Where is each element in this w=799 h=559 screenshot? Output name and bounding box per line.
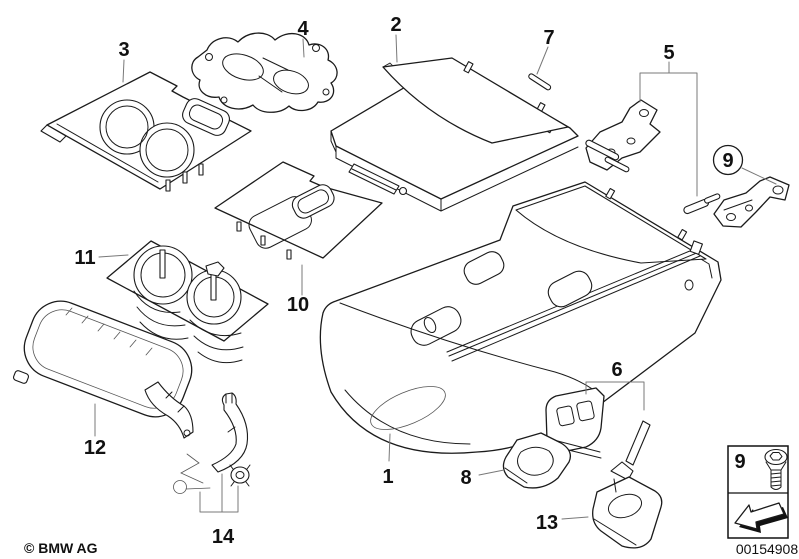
callout-11[interactable]: 11 xyxy=(74,247,95,269)
part-12-armrest-pad xyxy=(12,300,194,439)
callout-10[interactable]: 10 xyxy=(287,294,309,316)
part-5-hinge-bracket-set xyxy=(585,99,721,215)
callout-2[interactable]: 2 xyxy=(390,14,401,36)
copyright-text: © BMW AG xyxy=(24,540,98,556)
part-4-seal-frame xyxy=(191,32,338,113)
part-7-pin xyxy=(528,73,552,91)
part-14-hinge-repair-kit xyxy=(173,392,251,494)
part-9-hinge-bracket xyxy=(713,176,790,228)
callout-7[interactable]: 7 xyxy=(543,27,554,49)
part-2-armrest-lid xyxy=(330,57,579,212)
legend-box: 9 xyxy=(727,445,789,539)
part-3-trim-plate xyxy=(40,71,252,192)
callout-9[interactable]: 9 xyxy=(722,150,733,172)
installation-direction-arrow-icon xyxy=(734,502,788,533)
callout-4[interactable]: 4 xyxy=(297,18,309,40)
legend-number[interactable]: 9 xyxy=(734,451,745,473)
part-10-tray-panel xyxy=(214,161,383,260)
callout-1[interactable]: 1 xyxy=(382,466,393,488)
callout-12[interactable]: 12 xyxy=(84,437,106,459)
part-13-cover xyxy=(592,461,663,549)
callout-5[interactable]: 5 xyxy=(663,42,674,64)
callout-13[interactable]: 13 xyxy=(536,512,558,534)
part-1-armrest-body xyxy=(319,181,722,454)
leader-lines xyxy=(94,34,777,520)
part-8-cover xyxy=(502,432,572,489)
countersunk-torx-screw-icon xyxy=(764,448,788,490)
callout-labels: 3 4 2 7 5 9 11 10 12 14 1 8 13 6 xyxy=(74,14,744,548)
part-number: 00154908 xyxy=(736,541,799,557)
callout-9-circle xyxy=(712,144,744,176)
callout-8[interactable]: 8 xyxy=(460,467,471,489)
callout-6[interactable]: 6 xyxy=(611,359,622,381)
callout-14[interactable]: 14 xyxy=(212,526,235,548)
callout-3[interactable]: 3 xyxy=(118,39,129,61)
part-11-cupholder-insert xyxy=(106,240,269,364)
